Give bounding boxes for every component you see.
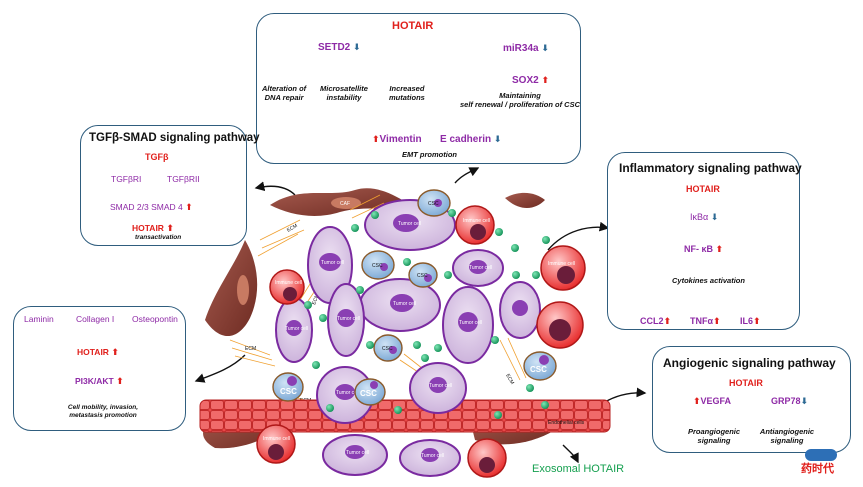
down-arrow-icon: ⬇: [800, 396, 809, 406]
blood-vessel: [199, 399, 611, 433]
svg-text:Tumor cell: Tumor cell: [346, 450, 369, 456]
svg-text:Immune cell: Immune cell: [463, 218, 490, 224]
csc-cells: CSC CSC CSC CSC CSC CSC CSC: [272, 189, 557, 406]
svg-text:CSC: CSC: [360, 389, 377, 398]
up-arrow-icon: ⬆: [713, 316, 721, 326]
sox2-label: SOX2 ⬆: [512, 75, 550, 86]
svg-text:Tumor cell: Tumor cell: [336, 390, 359, 396]
svg-text:Tumor cell: Tumor cell: [321, 260, 344, 266]
svg-text:CSC: CSC: [372, 263, 383, 269]
svg-text:Immune cell: Immune cell: [548, 261, 575, 267]
inflammatory-title: Inflammatory signaling pathway: [619, 161, 802, 175]
emt-text: EMT promotion: [402, 150, 457, 159]
svg-text:Tumor cell: Tumor cell: [285, 326, 308, 332]
angiogenic-title: Angiogenic signaling pathway: [663, 356, 836, 370]
svg-text:Tumor cell: Tumor cell: [393, 301, 416, 307]
pi3k-akt-box: [13, 306, 186, 431]
tnfa-label: TNFα⬆: [690, 316, 721, 326]
up-arrow-icon: ⬆: [116, 376, 124, 386]
up-arrow-icon: ⬆: [663, 316, 672, 326]
svg-text:Immune cell: Immune cell: [263, 436, 290, 442]
svg-text:Tumor cell: Tumor cell: [429, 383, 452, 389]
mir34a-label: miR34a ⬇: [503, 43, 549, 54]
svg-text:Tumor cell: Tumor cell: [398, 221, 421, 227]
angiogenic-box: [652, 346, 851, 453]
down-arrow-icon: ⬇: [541, 43, 549, 53]
endothelial-label: Endothelial cells: [548, 420, 585, 426]
tgf-hotair-label: HOTAIR ⬆: [132, 223, 174, 233]
svg-text:ECM: ECM: [286, 223, 299, 234]
exosomal-hotair-label: Exosomal HOTAIR: [532, 463, 625, 475]
laminin-label: Laminin: [24, 314, 54, 324]
up-arrow-icon: ⬆: [715, 244, 724, 254]
immune-cells: Immune cell Immune cell Immune cell Immu…: [256, 205, 586, 478]
svg-text:Immune cell: Immune cell: [275, 280, 302, 286]
down-arrow-icon: ⬇: [493, 134, 502, 144]
tgf-title: TGFβ-SMAD signaling pathway: [89, 132, 260, 144]
smad-label: SMAD 2/3 SMAD 4 ⬆: [110, 202, 193, 212]
setd2-label: SETD2 ⬇: [318, 42, 361, 53]
nfkb-label: NF- κB ⬆: [684, 244, 724, 254]
exosome-dots: [304, 209, 550, 419]
mobility-text: Cell mobility, invasion,metastasis promo…: [67, 404, 139, 420]
inflam-hotair-label: HOTAIR: [686, 184, 720, 194]
watermark-logo: [805, 449, 837, 461]
svg-text:Tumor cell: Tumor cell: [421, 453, 444, 459]
ccl2-label: CCL2⬆: [640, 316, 672, 326]
svg-text:CAF: CAF: [340, 201, 350, 207]
osteopontin-label: Osteopontin: [132, 314, 178, 324]
svg-text:CSC: CSC: [530, 365, 547, 374]
tgfbri-label: TGFβRI: [111, 174, 142, 184]
up-arrow-icon: ⬆: [166, 223, 174, 233]
inflammatory-box: [607, 152, 800, 330]
collagen-label: Collagen I: [76, 314, 115, 324]
cytokines-text: Cytokines activation: [672, 276, 745, 285]
up-arrow-icon: ⬆: [753, 316, 761, 326]
up-arrow-icon: ⬆: [185, 202, 193, 212]
ecadherin-label: E cadherin ⬇: [440, 134, 502, 145]
ikba-label: IκBα ⬇: [690, 212, 719, 222]
down-arrow-icon: ⬇: [710, 212, 719, 222]
up-arrow-icon: ⬆: [111, 347, 119, 357]
hotair-label: HOTAIR: [392, 20, 434, 32]
svg-text:ECM: ECM: [504, 373, 515, 386]
tgfb-label: TGFβ: [145, 152, 169, 162]
svg-text:CSC: CSC: [428, 201, 439, 207]
vimentin-label: ⬆Vimentin: [372, 134, 422, 145]
tgf-smad-box: [80, 125, 247, 246]
down-arrow-icon: ⬇: [353, 42, 361, 52]
transactivation-text: transactivation: [135, 234, 182, 241]
pi3k-label: PI3K/AKT ⬆: [75, 376, 124, 386]
svg-text:CSC: CSC: [382, 346, 393, 352]
svg-text:ECM: ECM: [245, 346, 256, 352]
tumor-cells: Tumor cell Tumor cell Tumor cell Tumor c…: [275, 199, 541, 477]
up-arrow-icon: ⬆: [372, 134, 380, 144]
svg-text:CSC: CSC: [417, 273, 428, 279]
svg-text:Tumor cell: Tumor cell: [459, 320, 482, 326]
svg-text:ECM: ECM: [311, 293, 320, 306]
up-arrow-icon: ⬆: [693, 396, 701, 406]
svg-text:Tumor cell: Tumor cell: [337, 316, 360, 322]
up-arrow-icon: ⬆: [541, 75, 550, 85]
grp78-label: GRP78⬇: [771, 396, 809, 406]
angio-hotair-label: HOTAIR: [729, 378, 763, 388]
il6-label: IL6⬆: [740, 316, 761, 326]
csc-label: CSC: [280, 387, 297, 396]
svg-text:Tumor cell: Tumor cell: [469, 265, 492, 271]
tgfbrii-label: TGFβRII: [167, 174, 200, 184]
hotair-effects-box: [256, 13, 581, 164]
watermark-text: 药时代: [801, 463, 834, 475]
vegfa-label: ⬆VEGFA: [693, 396, 732, 406]
pi3k-hotair-label: HOTAIR ⬆: [77, 347, 119, 357]
